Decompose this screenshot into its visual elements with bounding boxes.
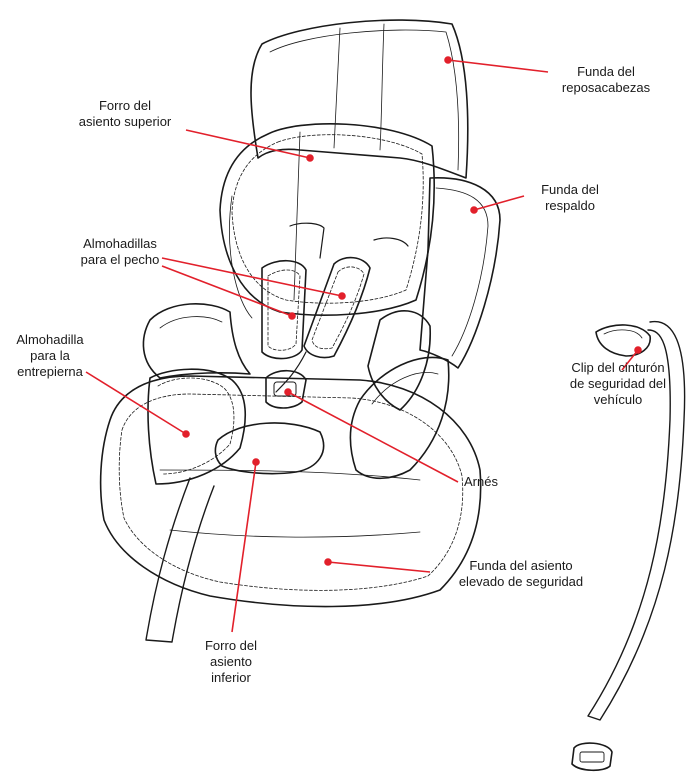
label-line: inferior [186,670,276,686]
label-crotch-pad: Almohadilla para la entrepierna [0,332,100,380]
label-line: Arnés [464,474,544,490]
label-line: Clip del cinturón [548,360,688,376]
label-upper-seat-liner: Forro del asiento superior [50,98,200,130]
label-line: para el pecho [60,252,180,268]
label-line: Funda del asiento [436,558,606,574]
label-line: Forro del [50,98,200,114]
lower-seat-liner-outline [215,423,323,474]
label-backrest-cover: Funda del respaldo [520,182,620,214]
headrest-outline [251,20,468,178]
label-booster-seat-cover: Funda del asiento elevado de seguridad [436,558,606,590]
label-line: entrepierna [0,364,100,380]
label-chest-pads: Almohadillas para el pecho [60,236,180,268]
label-line: Funda del [520,182,620,198]
label-line: para la [0,348,100,364]
label-headrest-cover: Funda del reposacabezas [546,64,666,96]
label-line: reposacabezas [546,80,666,96]
crotch-pad-outline [148,369,245,484]
label-harness: Arnés [464,474,544,490]
label-lower-seat-liner: Forro del asiento inferior [186,638,276,686]
label-line: Forro del [186,638,276,654]
label-vehicle-belt-clip: Clip del cinturón de seguridad del vehíc… [548,360,688,408]
label-line: de seguridad del [548,376,688,392]
label-line: Funda del [546,64,666,80]
label-line: respaldo [520,198,620,214]
label-line: Almohadilla [0,332,100,348]
label-line: vehículo [548,392,688,408]
label-line: asiento superior [50,114,200,130]
right-chest-pad [304,258,370,358]
label-line: Almohadillas [60,236,180,252]
label-line: elevado de seguridad [436,574,606,590]
label-line: asiento [186,654,276,670]
